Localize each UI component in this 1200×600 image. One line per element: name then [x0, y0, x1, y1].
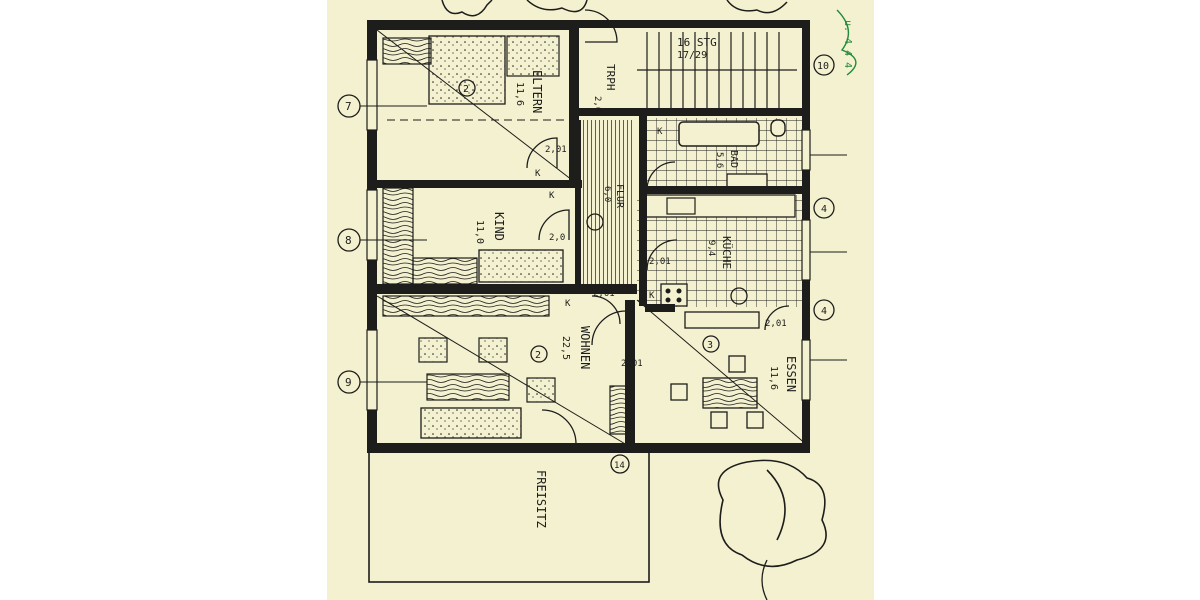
door-width-6: 2,01 [765, 319, 787, 329]
armchair-1 [418, 337, 448, 363]
cupboard-mark-5: K [657, 127, 663, 137]
coffee-table [426, 373, 510, 401]
room-area-treppe: 2,0 [592, 96, 602, 112]
room-area-wohnen: 22,5 [560, 336, 571, 360]
room-number-essen: 3 [707, 340, 713, 351]
axis-leader-lines [360, 105, 847, 383]
door-swings [526, 9, 790, 445]
room-label-bad: BAD [728, 150, 739, 168]
cupboard-mark-2: K [549, 191, 555, 201]
room-label-kueche: KÜCHE [720, 236, 733, 269]
stove-burners [665, 288, 682, 303]
axis-label-14: 14 [614, 461, 625, 471]
room-area-essen: 11,6 [768, 366, 779, 390]
bathtub [678, 121, 760, 147]
stair-label-1: 16 STG [677, 36, 717, 49]
kitchen-counter-bottom [684, 311, 760, 329]
room-area-eltern: 11,6 [514, 82, 525, 106]
side-table [526, 377, 556, 403]
wardrobe-kind [382, 187, 414, 285]
sofa-wohnen [420, 407, 522, 439]
axis-label-10: 10 [817, 61, 829, 72]
staircase [637, 32, 797, 110]
tree-trunk-bottom [761, 559, 768, 600]
axis-markers [337, 54, 835, 474]
cupboard-mark-3: K [565, 299, 571, 309]
washbasin [726, 173, 768, 189]
bed-kind [478, 249, 564, 283]
room-label-eltern: ELTERN [530, 70, 544, 113]
cupboard-mark-1: K [535, 169, 541, 179]
terrace-outline [368, 451, 650, 583]
axis-label-4a: 4 [821, 204, 827, 215]
door-width-2: 2,0 [549, 233, 565, 243]
door-width-4: 2,01 [621, 359, 643, 369]
room-area-bad: 5,6 [714, 152, 724, 168]
room-number-eltern: 2 [463, 84, 469, 95]
stove [660, 283, 688, 307]
axis-label-8: 8 [345, 234, 352, 247]
wohnen-shelf [382, 295, 550, 317]
margin-scribble [836, 9, 857, 76]
room-label-kind: KIND [492, 212, 506, 241]
armchair-2 [478, 337, 508, 363]
room-area-flur: 6,0 [602, 186, 612, 202]
wardrobe-kind-bottom [412, 257, 478, 285]
door-width-1: 2,01 [545, 145, 567, 155]
cupboard-mark-4: K [649, 291, 655, 301]
kitchen-sink [666, 197, 696, 215]
tree-outline-bottom [717, 459, 827, 568]
room-label-treppe: TRPH [604, 64, 617, 91]
tree-outline-top [441, 0, 788, 17]
room-label-wohnen: WOHNEN [578, 326, 592, 369]
room-number-circles [458, 79, 748, 363]
table-eltern [506, 35, 560, 77]
room-label-freisitz: FREISITZ [534, 470, 548, 528]
room-number-wohnen: 2 [535, 350, 541, 361]
wardrobe-eltern [382, 37, 432, 65]
hall-hatch-floor [577, 120, 635, 285]
toilet [770, 119, 786, 137]
plan-sheet: ELTERN 11,6 KIND 11,0 WOHNEN 22,5 ESSEN … [327, 0, 874, 600]
door-width-5: 2,01 [649, 257, 671, 267]
axis-label-4b: 4 [821, 306, 827, 317]
door-width-3: 2,01 [593, 289, 615, 299]
axis-label-9: 9 [345, 376, 352, 389]
dining-table [702, 377, 758, 409]
stair-label-2: 17/29 [677, 50, 707, 61]
windows [366, 59, 811, 411]
dining-chairs [670, 355, 764, 429]
room-area-kind: 11,0 [474, 220, 485, 244]
diagonal-guides [376, 29, 808, 446]
room-label-flur: FLUR [614, 184, 625, 209]
axis-label-7: 7 [345, 100, 352, 113]
bed-eltern [428, 35, 506, 105]
room-label-essen: ESSEN [784, 356, 798, 392]
margin-note: u. 4 4 4 [842, 20, 853, 68]
room-area-kueche: 9,4 [706, 240, 716, 256]
floor-plan-drawing: ELTERN 11,6 KIND 11,0 WOHNEN 22,5 ESSEN … [337, 0, 857, 600]
